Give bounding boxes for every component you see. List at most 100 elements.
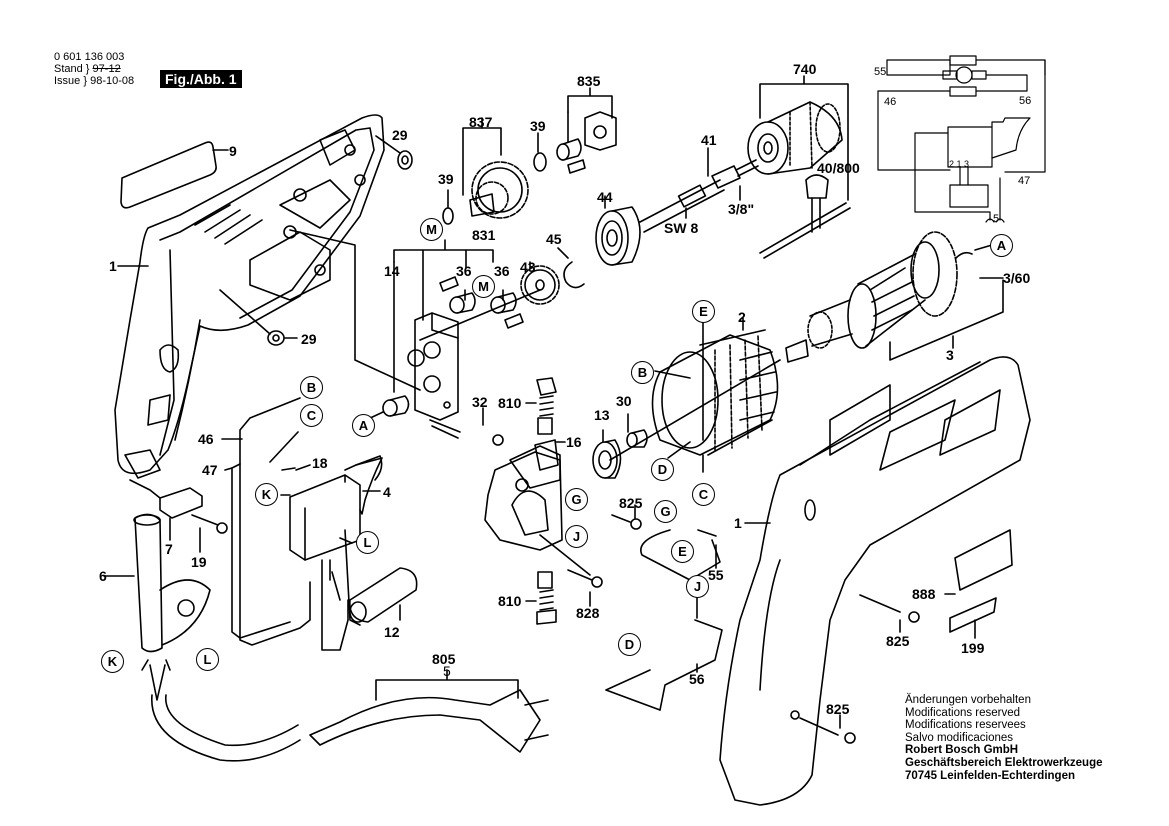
stand-label: Stand <box>54 63 83 75</box>
part-label: 47 <box>202 462 218 478</box>
connection-marker: G <box>565 488 588 511</box>
part-label: 19 <box>191 554 207 570</box>
ball-bearing-13 <box>592 441 618 479</box>
part-label: 835 <box>577 73 601 89</box>
chuck-key-40-800 <box>759 197 851 259</box>
connection-marker: D <box>618 633 641 656</box>
washer-29-mid <box>267 330 285 346</box>
part-label: 1 <box>734 515 742 531</box>
part-label: 4 <box>383 484 391 500</box>
part-label: 2 <box>738 309 746 325</box>
connection-marker: A <box>990 234 1013 257</box>
part-label: 7 <box>165 541 173 557</box>
circlip-45 <box>563 261 585 289</box>
part-label: 56 <box>689 671 705 687</box>
schematic-label: 46 <box>884 96 897 108</box>
part-label: 825 <box>886 633 910 649</box>
gear-43 <box>520 265 560 305</box>
armature-3 <box>785 231 973 363</box>
connection-marker: B <box>300 376 323 399</box>
connection-marker: E <box>692 300 715 323</box>
connection-marker: M <box>472 275 495 298</box>
part-label: 9 <box>229 143 237 159</box>
connection-marker: B <box>631 361 654 384</box>
document-header: 0 601 136 003 Stand } 97-12 Issue } 98-1… <box>54 51 135 87</box>
power-cord-805 <box>141 659 549 762</box>
issue-value: 98-10-08 <box>90 75 135 87</box>
part-label: 3/60 <box>1003 270 1031 286</box>
footer-line: Modifications reserved <box>905 706 1021 719</box>
part-label: 3 <box>946 347 954 363</box>
connection-marker: C <box>300 404 323 427</box>
part-label: 32 <box>472 394 488 410</box>
washer-29-top <box>397 150 413 170</box>
part-label: 44 <box>597 189 613 205</box>
bearing-plate-14 <box>407 312 459 421</box>
lead-56 <box>659 619 723 711</box>
schematic-label: 55 <box>874 66 887 78</box>
part-label: 805 <box>432 651 456 667</box>
bearing-block-835 <box>584 111 617 151</box>
part-label: SW 8 <box>664 220 699 236</box>
part-label: 810 <box>498 593 522 609</box>
footer-line: Modifications reservees <box>905 719 1026 732</box>
connection-marker: K <box>255 483 278 506</box>
housing-half-right <box>719 356 1031 806</box>
screw-32 <box>429 419 461 439</box>
connection-marker: J <box>686 575 709 598</box>
part-label: 55 <box>708 567 724 583</box>
footer-notice: Änderungen vorbehalten Modifications res… <box>905 694 1103 782</box>
schematic-label: 2 1 3 <box>949 159 970 169</box>
wiring-schematic <box>877 55 1046 223</box>
part-label: 30 <box>616 393 632 409</box>
part-label: 5 <box>443 663 451 679</box>
connection-marker: D <box>651 458 674 481</box>
company-division: Geschäftsbereich Elektrowerkzeuge <box>905 756 1103 769</box>
schematic-label: 5 <box>993 213 1000 225</box>
carbon-brush-810-bottom <box>536 571 557 625</box>
company-name: Robert Bosch GmbH <box>905 744 1019 757</box>
connection-marker: K <box>101 650 124 673</box>
part-label: 3/8" <box>728 201 755 217</box>
part-label: 810 <box>498 395 522 411</box>
part-label: 29 <box>392 127 408 143</box>
field-stator-2 <box>651 329 779 456</box>
screw-828 <box>567 569 593 581</box>
part-label: 16 <box>566 434 582 450</box>
connection-marker: J <box>565 525 588 548</box>
part-label: 837 <box>469 114 493 130</box>
part-label: 46 <box>198 431 214 447</box>
label-plate-199 <box>949 597 997 633</box>
drill-spindle-41 <box>639 159 759 233</box>
part-label: 13 <box>594 407 610 423</box>
label-plate-888 <box>954 529 1013 591</box>
stand-value: 97-12 <box>92 63 121 75</box>
housing-half-left <box>114 114 385 479</box>
brush-holder-16 <box>484 439 563 551</box>
label-plate-9 <box>120 141 217 209</box>
part-label: 45 <box>546 231 562 247</box>
ball-bearing-44 <box>595 206 641 266</box>
part-label: 36 <box>456 263 472 279</box>
part-number: 0 601 136 003 <box>54 51 125 63</box>
cable-guard-6 <box>133 513 211 653</box>
capacitor-12 <box>349 567 418 623</box>
part-label: 6 <box>99 568 107 584</box>
wire-47 <box>231 431 299 639</box>
part-label: 199 <box>961 640 985 656</box>
part-label: 825 <box>619 495 643 511</box>
part-label: 36 <box>494 263 510 279</box>
company-address: 70745 Leinfelden-Echterdingen <box>905 769 1075 782</box>
drill-chuck-740 <box>747 101 843 175</box>
part-label: 14 <box>384 263 400 279</box>
connection-marker: C <box>692 483 715 506</box>
part-label: 29 <box>301 331 317 347</box>
part-label: 18 <box>312 455 328 471</box>
screw-825-brush <box>611 514 631 523</box>
figure-badge: Fig./Abb. 1 <box>160 70 242 88</box>
issue-label: Issue <box>54 75 81 87</box>
part-label: 825 <box>826 701 850 717</box>
schematic-label: 47 <box>1018 175 1031 187</box>
connection-marker: G <box>654 500 677 523</box>
